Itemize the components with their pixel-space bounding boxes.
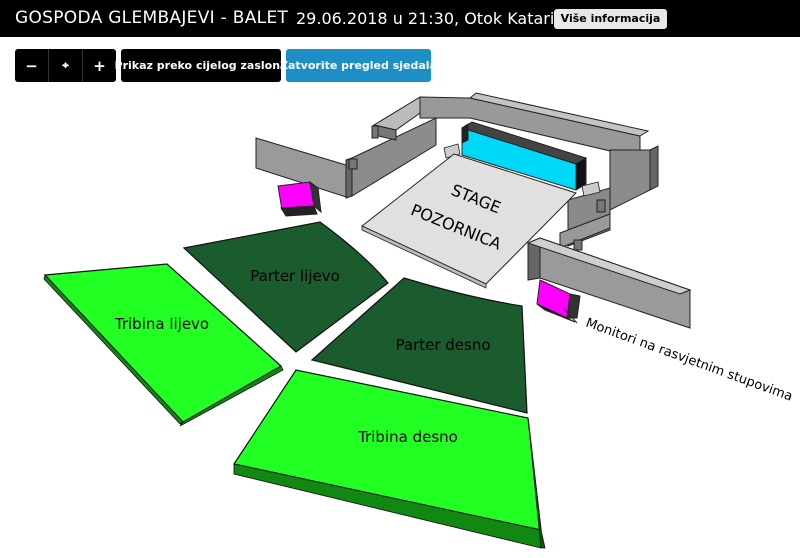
fullscreen-button[interactable]: Prikaz preko cijelog zaslona [115, 49, 287, 82]
section-tribina-right[interactable]: Tribina desno [233, 369, 546, 549]
monitor-right-icon [536, 279, 581, 323]
event-date: 29.06.2018 u 21:30, Otok Katarina [296, 9, 575, 28]
reset-view-button[interactable]: ⌖ [48, 49, 82, 82]
zoom-controls: − ⌖ + [15, 49, 116, 82]
section-parter-right[interactable]: Parter desno [310, 277, 528, 414]
more-info-button[interactable]: Više informacija [554, 9, 667, 29]
top-bar: GOSPODA GLEMBAJEVI - BALET 29.06.2018 u … [0, 0, 800, 37]
section-parter-right-label: Parter desno [395, 336, 490, 354]
section-tribina-left-label: Tribina lijevo [114, 315, 209, 333]
close-seating-button[interactable]: Zatvorite pregled sjedala [280, 49, 437, 82]
section-tribina-left[interactable]: Tribina lijevo [43, 263, 284, 427]
zoom-out-button[interactable]: − [25, 56, 38, 75]
section-parter-left[interactable]: Parter lijevo [182, 221, 389, 353]
event-title: GOSPODA GLEMBAJEVI - BALET [15, 8, 289, 28]
monitor-label: Monitori na rasvjetnim stupovima [584, 316, 795, 405]
stage-screen [460, 121, 588, 191]
section-parter-left-label: Parter lijevo [250, 267, 340, 285]
zoom-in-button[interactable]: + [82, 49, 116, 82]
venue-walls [255, 92, 692, 329]
stage[interactable]: STAGE POZORNICA [361, 153, 577, 289]
section-tribina-right-label: Tribina desno [357, 428, 458, 446]
monitor-left-icon [277, 180, 322, 217]
monitor-pointer-line [562, 307, 578, 324]
